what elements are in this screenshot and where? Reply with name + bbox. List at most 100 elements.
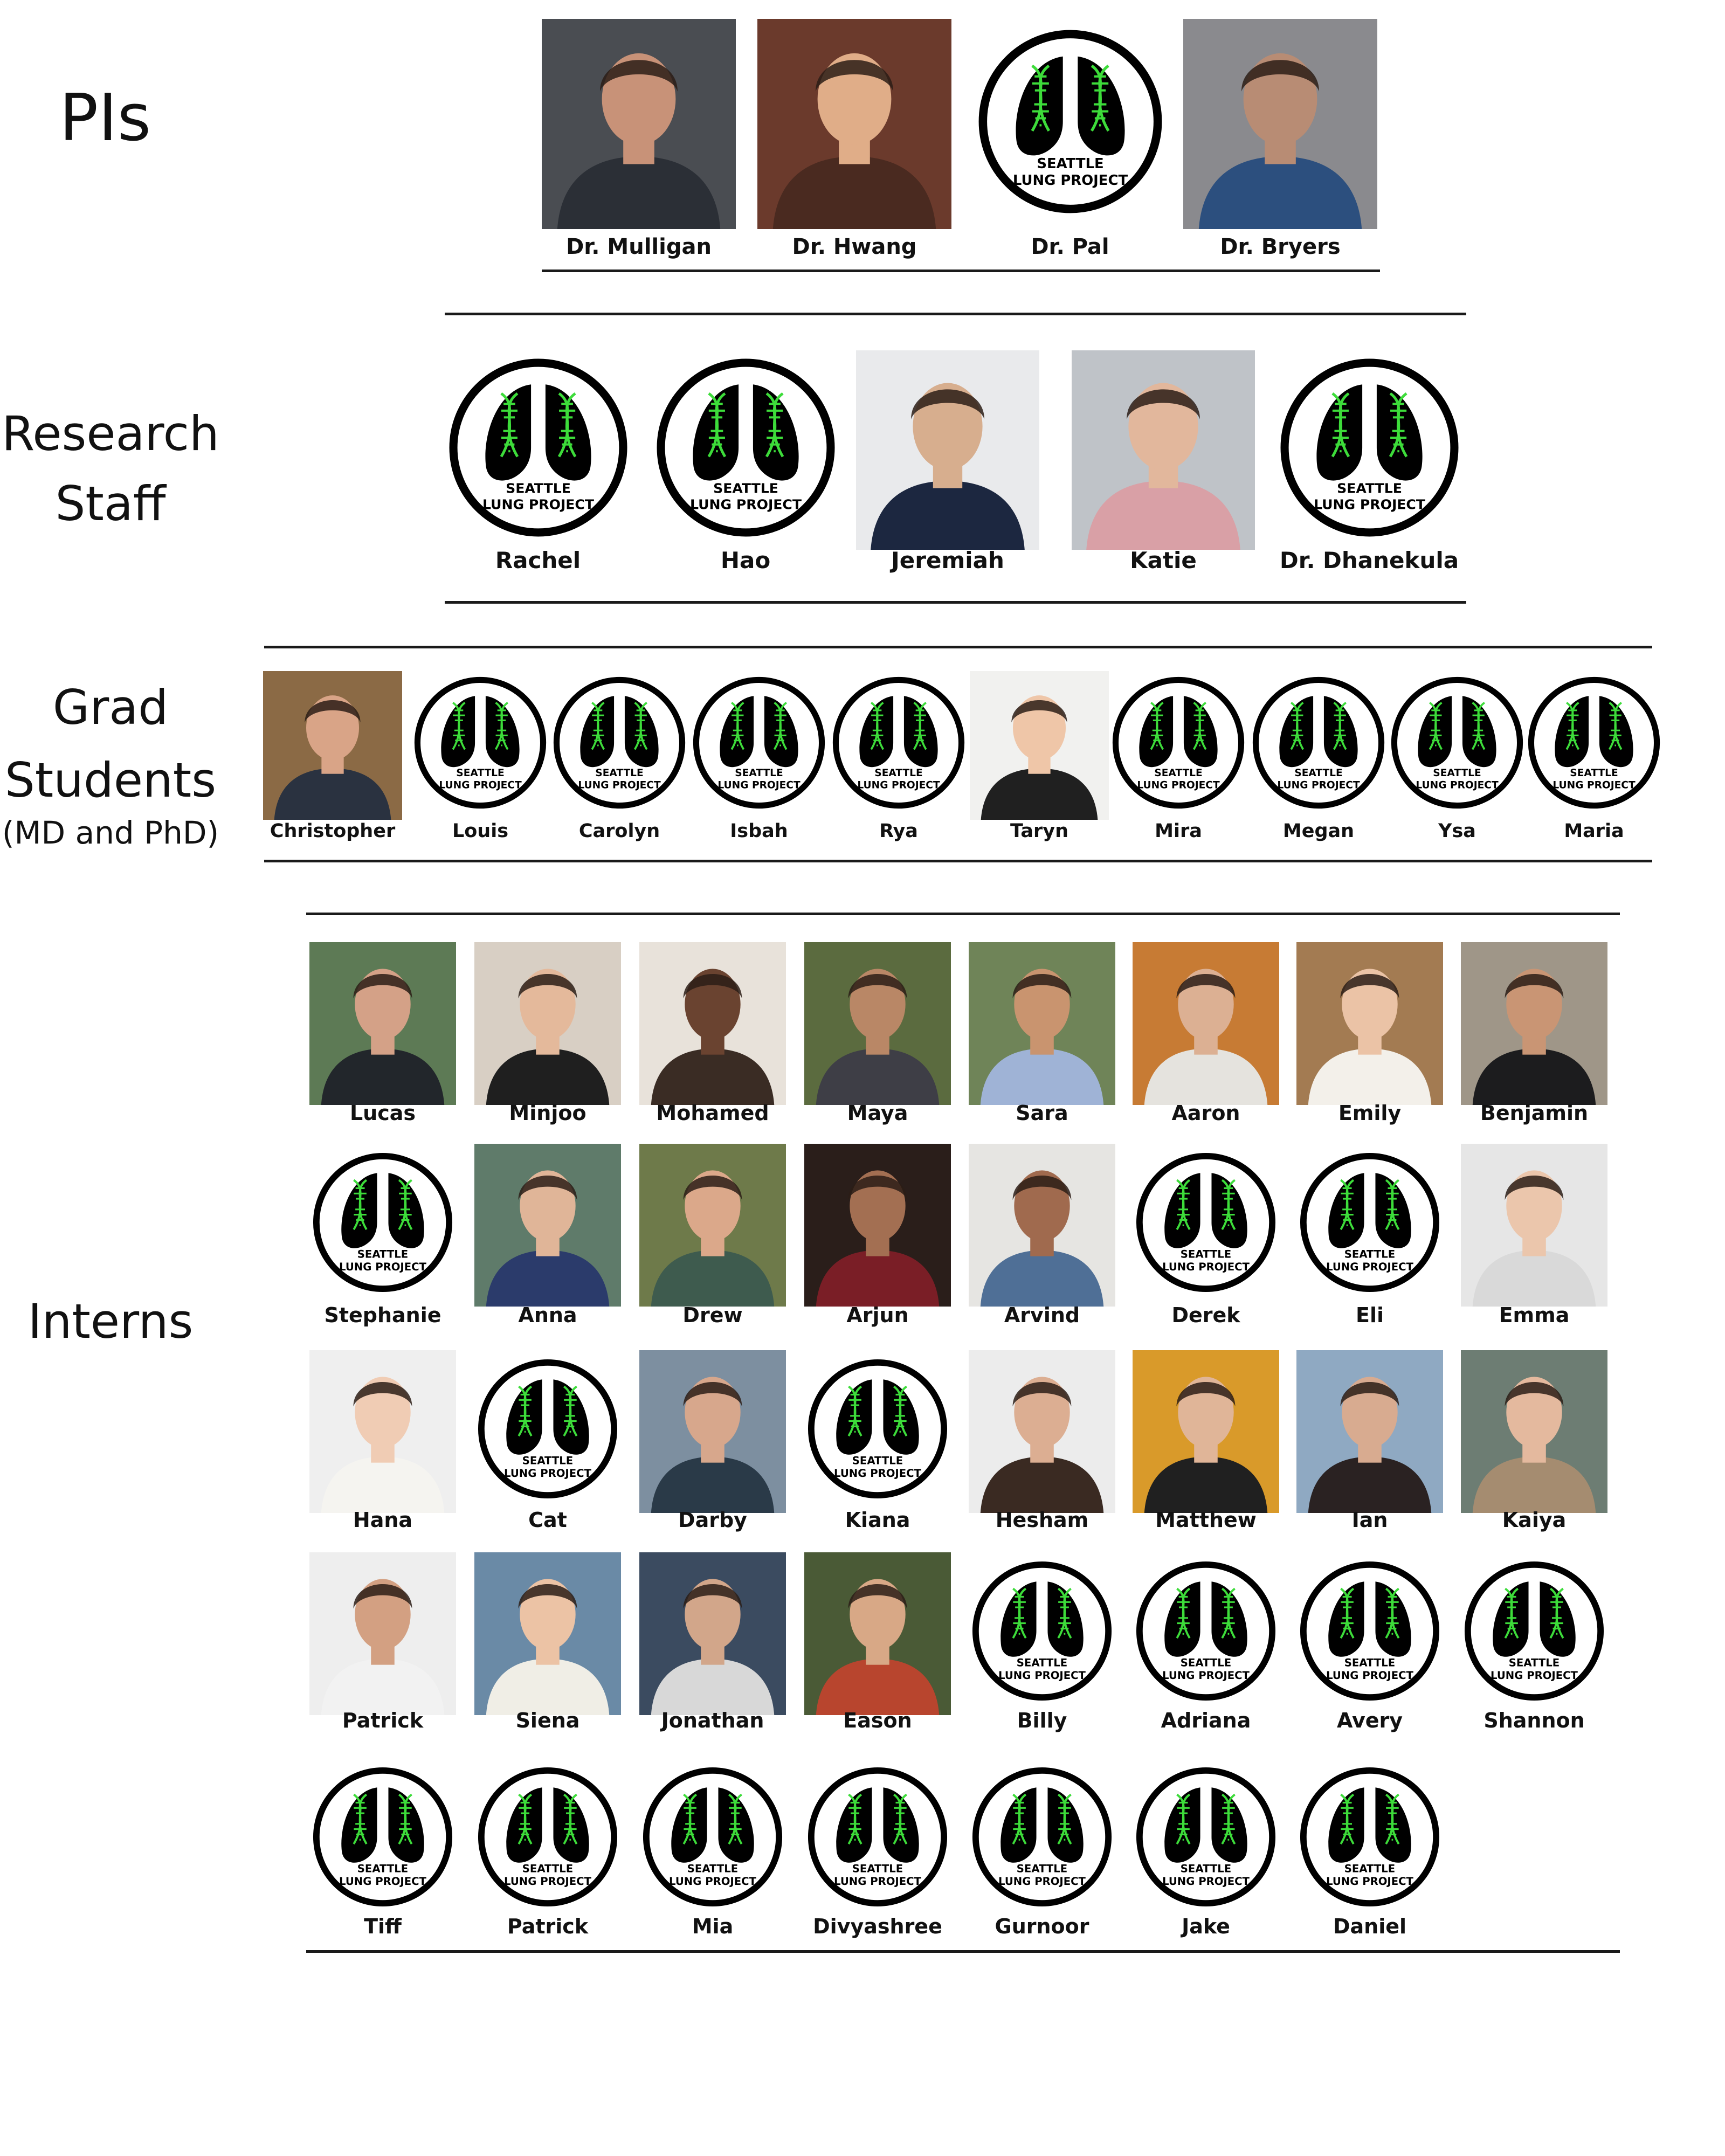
- svg-text:SEATTLE: SEATTLE: [595, 768, 643, 779]
- member-name: Dr. Dhanekula: [1279, 547, 1459, 573]
- svg-text:SEATTLE: SEATTLE: [506, 480, 571, 496]
- member-name: Megan: [1282, 820, 1355, 842]
- member-name: Cat: [528, 1508, 567, 1532]
- svg-text:SEATTLE: SEATTLE: [357, 1248, 408, 1261]
- section-label-pis: PIs: [32, 81, 178, 156]
- member-name: Louis: [452, 820, 509, 842]
- interns-top-divider: [306, 913, 1620, 915]
- seattle-lung-project-logo-icon: SEATTLE LUNG PROJECT: [1279, 357, 1460, 538]
- member-photo: [542, 19, 736, 229]
- member-photo: [639, 1350, 786, 1513]
- svg-text:LUNG PROJECT: LUNG PROJECT: [482, 496, 594, 512]
- seattle-lung-project-logo-icon: SEATTLE LUNG PROJECT: [553, 676, 686, 810]
- svg-text:LUNG PROJECT: LUNG PROJECT: [504, 1467, 592, 1480]
- member-name: Daniel: [1333, 1915, 1407, 1938]
- member-name: Hao: [720, 547, 771, 573]
- seattle-lung-project-logo-icon: SEATTLE LUNG PROJECT: [1112, 676, 1245, 810]
- member-name: Taryn: [1010, 820, 1068, 842]
- svg-text:LUNG PROJECT: LUNG PROJECT: [857, 779, 940, 791]
- member-name: Divyashree: [813, 1915, 942, 1938]
- svg-text:LUNG PROJECT: LUNG PROJECT: [339, 1261, 427, 1273]
- member-name: Eli: [1355, 1303, 1384, 1327]
- member-name: Dr. Bryers: [1220, 234, 1341, 259]
- svg-text:SEATTLE: SEATTLE: [1337, 480, 1402, 496]
- member-name: Arjun: [846, 1303, 909, 1327]
- svg-text:SEATTLE: SEATTLE: [1344, 1248, 1395, 1261]
- seattle-lung-project-logo-icon: SEATTLE LUNG PROJECT: [977, 29, 1163, 215]
- svg-text:SEATTLE: SEATTLE: [874, 768, 922, 779]
- seattle-lung-project-logo-icon: SEATTLE LUNG PROJECT: [1299, 1152, 1440, 1293]
- svg-text:SEATTLE: SEATTLE: [1017, 1657, 1067, 1669]
- svg-text:LUNG PROJECT: LUNG PROJECT: [998, 1875, 1086, 1888]
- svg-text:SEATTLE: SEATTLE: [852, 1863, 903, 1875]
- svg-text:SEATTLE: SEATTLE: [1294, 768, 1342, 779]
- member-name: Maya: [847, 1101, 908, 1125]
- section-label-research-staff: Research Staff: [0, 399, 221, 539]
- member-name: Kaiya: [1502, 1508, 1567, 1532]
- member-name: Billy: [1017, 1709, 1067, 1732]
- svg-text:LUNG PROJECT: LUNG PROJECT: [339, 1875, 427, 1888]
- member-name: Ian: [1351, 1508, 1388, 1532]
- seattle-lung-project-logo-icon: SEATTLE LUNG PROJECT: [1135, 1152, 1276, 1293]
- svg-text:SEATTLE: SEATTLE: [852, 1455, 903, 1467]
- member-name: Minjoo: [509, 1101, 586, 1125]
- seattle-lung-project-logo-icon: SEATTLE LUNG PROJECT: [477, 1766, 618, 1908]
- member-name: Katie: [1130, 547, 1197, 573]
- seattle-lung-project-logo-icon: SEATTLE LUNG PROJECT: [971, 1766, 1113, 1908]
- member-name: Maria: [1564, 820, 1624, 842]
- member-name: Jeremiah: [891, 547, 1004, 573]
- grad-students-bottom-divider: [264, 860, 1652, 862]
- member-name: Arvind: [1004, 1303, 1080, 1327]
- member-photo: [757, 19, 951, 229]
- seattle-lung-project-logo-icon: SEATTLE LUNG PROJECT: [1464, 1560, 1605, 1702]
- member-photo: [804, 942, 951, 1105]
- member-photo: [1133, 942, 1279, 1105]
- svg-text:SEATTLE: SEATTLE: [1017, 1863, 1067, 1875]
- member-name: Anna: [518, 1303, 577, 1327]
- seattle-lung-project-logo-icon: SEATTLE LUNG PROJECT: [1252, 676, 1385, 810]
- member-photo: [474, 1144, 621, 1307]
- seattle-lung-project-logo-icon: SEATTLE LUNG PROJECT: [832, 676, 965, 810]
- svg-text:SEATTLE: SEATTLE: [522, 1863, 573, 1875]
- member-photo: [970, 671, 1109, 820]
- member-photo: [1461, 1350, 1607, 1513]
- research-staff-label-line1: Research: [2, 406, 219, 461]
- seattle-lung-project-logo-icon: SEATTLE LUNG PROJECT: [312, 1152, 453, 1293]
- member-name: Dr. Hwang: [792, 234, 917, 259]
- seattle-lung-project-logo-icon: SEATTLE LUNG PROJECT: [1390, 676, 1524, 810]
- member-photo: [969, 942, 1115, 1105]
- member-photo: [309, 942, 456, 1105]
- seattle-lung-project-logo-icon: SEATTLE LUNG PROJECT: [1527, 676, 1661, 810]
- member-name: Patrick: [507, 1915, 589, 1938]
- svg-text:LUNG PROJECT: LUNG PROJECT: [1162, 1875, 1250, 1888]
- svg-text:SEATTLE: SEATTLE: [735, 768, 783, 779]
- grad-students-top-divider: [264, 646, 1652, 648]
- seattle-lung-project-logo-icon: SEATTLE LUNG PROJECT: [312, 1766, 453, 1908]
- pis-label: PIs: [59, 81, 151, 156]
- svg-text:LUNG PROJECT: LUNG PROJECT: [834, 1467, 922, 1480]
- member-name: Shannon: [1484, 1709, 1585, 1732]
- member-name: Gurnoor: [995, 1915, 1089, 1938]
- svg-text:SEATTLE: SEATTLE: [1181, 1863, 1231, 1875]
- seattle-lung-project-logo-icon: SEATTLE LUNG PROJECT: [692, 676, 826, 810]
- seattle-lung-project-logo-icon: SEATTLE LUNG PROJECT: [448, 357, 629, 538]
- grad-students-label-line2: Students: [4, 752, 217, 808]
- svg-text:SEATTLE: SEATTLE: [1037, 155, 1103, 171]
- svg-text:LUNG PROJECT: LUNG PROJECT: [1277, 779, 1360, 791]
- member-photo: [1183, 19, 1377, 229]
- member-name: Isbah: [730, 820, 788, 842]
- member-photo: [1461, 1144, 1607, 1307]
- grad-students-label-line3: (MD and PhD): [2, 814, 219, 851]
- member-name: Jake: [1182, 1915, 1230, 1938]
- svg-text:LUNG PROJECT: LUNG PROJECT: [1491, 1669, 1578, 1682]
- member-name: Carolyn: [578, 820, 660, 842]
- member-photo: [1296, 942, 1443, 1105]
- seattle-lung-project-logo-icon: SEATTLE LUNG PROJECT: [656, 357, 836, 538]
- seattle-lung-project-logo-icon: SEATTLE LUNG PROJECT: [807, 1358, 948, 1499]
- member-photo: [969, 1144, 1115, 1307]
- member-name: Mira: [1155, 820, 1202, 842]
- svg-text:SEATTLE: SEATTLE: [1154, 768, 1202, 779]
- member-name: Mohamed: [656, 1101, 769, 1125]
- member-name: Lucas: [349, 1101, 416, 1125]
- member-name: Dr. Mulligan: [566, 234, 712, 259]
